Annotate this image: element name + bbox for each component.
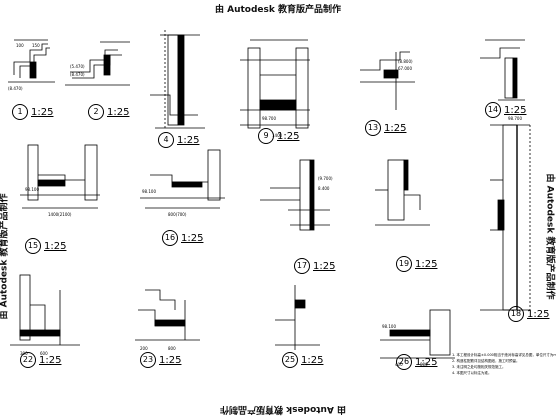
- detail-14-drawing: [480, 39, 525, 101]
- detail-scale: 1:25: [44, 240, 67, 252]
- note-line: 2. 构造柱配筋详见结构图纸，施工时预留。: [452, 359, 520, 363]
- detail-13-drawing: (8.800) 67.000: [360, 51, 415, 110]
- svg-text:150: 150: [32, 43, 40, 48]
- detail-number: 17: [294, 258, 310, 274]
- detail-label-4: 4 1:25: [158, 132, 199, 148]
- svg-text:800: 800: [420, 362, 428, 367]
- detail-scale: 1:25: [177, 134, 200, 146]
- detail-15-drawing: 1400(2100) 98.100: [20, 144, 100, 217]
- detail-scale: 1:25: [181, 232, 204, 244]
- detail-number: 16: [162, 230, 178, 246]
- svg-text:1400(2100): 1400(2100): [48, 212, 72, 217]
- svg-text:98.700: 98.700: [508, 116, 522, 121]
- detail-label-18: 18 1:25: [508, 306, 549, 322]
- detail-23-drawing: 200 800: [135, 289, 200, 351]
- detail-number: 9: [258, 128, 274, 144]
- detail-18-drawing: 98.700: [480, 116, 531, 311]
- note-line: 1. 本工程设计标高±0.000相当于绝对标高详见总图，单位尺寸为mm。: [452, 353, 556, 357]
- detail-22-drawing: 300 600: [10, 274, 80, 356]
- svg-text:(9.700): (9.700): [318, 176, 333, 181]
- detail-label-9: 9 1:25: [258, 128, 299, 144]
- svg-text:98.100: 98.100: [142, 189, 156, 194]
- detail-number: 13: [365, 120, 381, 136]
- detail-label-26: 26 1:25: [396, 354, 437, 370]
- detail-scale: 1:25: [527, 308, 550, 320]
- detail-scale: 1:25: [301, 354, 324, 366]
- detail-1-drawing: 100 150 (8.470): [8, 39, 55, 91]
- watermark-left: 由 Autodesk 教育版产品制作: [0, 193, 10, 320]
- detail-label-16: 16 1:25: [162, 230, 203, 246]
- svg-text:98.700: 98.700: [262, 116, 276, 121]
- detail-label-17: 17 1:25: [294, 258, 335, 274]
- detail-scale: 1:25: [31, 106, 54, 118]
- detail-scale: 1:25: [277, 130, 300, 142]
- detail-number: 2: [88, 104, 104, 120]
- detail-scale: 1:25: [415, 258, 438, 270]
- detail-number: 25: [282, 352, 298, 368]
- note-line: 4. 本图尺寸以标注为准。: [452, 371, 492, 375]
- detail-scale: 1:25: [313, 260, 336, 272]
- svg-text:98.100: 98.100: [382, 324, 396, 329]
- detail-scale: 1:25: [39, 354, 62, 366]
- detail-number: 15: [25, 238, 41, 254]
- svg-text:(8.470): (8.470): [8, 86, 23, 91]
- detail-9-drawing: 98.700 1400: [240, 39, 310, 138]
- svg-text:100: 100: [16, 43, 24, 48]
- detail-scale: 1:25: [107, 106, 130, 118]
- detail-2-drawing: (5.470) (8.470): [65, 41, 130, 86]
- detail-label-23: 23 1:25: [140, 352, 181, 368]
- svg-text:800: 800: [168, 346, 176, 351]
- detail-number: 19: [396, 256, 412, 272]
- general-notes: 1. 本工程设计标高±0.000相当于绝对标高详见总图，单位尺寸为mm。 2. …: [452, 352, 556, 376]
- detail-number: 26: [396, 354, 412, 370]
- svg-text:98.100: 98.100: [25, 187, 39, 192]
- detail-label-25: 25 1:25: [282, 352, 323, 368]
- detail-label-22: 22 1:25: [20, 352, 61, 368]
- detail-label-2: 2 1:25: [88, 104, 129, 120]
- detail-scale: 1:25: [159, 354, 182, 366]
- watermark-right: 由 Autodesk 教育版产品制作: [544, 173, 555, 300]
- detail-number: 1: [12, 104, 28, 120]
- svg-text:(5.470): (5.470): [70, 64, 85, 69]
- svg-text:(8.800): (8.800): [398, 59, 413, 64]
- detail-17-drawing: (9.700) 8.400: [260, 159, 333, 231]
- svg-text:(8.470): (8.470): [70, 72, 85, 77]
- detail-25-drawing: [275, 285, 320, 350]
- detail-label-1: 1 1:25: [12, 104, 53, 120]
- detail-number: 18: [508, 306, 524, 322]
- detail-label-15: 15 1:25: [25, 238, 66, 254]
- svg-text:800(700): 800(700): [168, 212, 187, 217]
- svg-text:600: 600: [40, 351, 48, 356]
- detail-number: 14: [485, 102, 501, 118]
- detail-scale: 1:25: [384, 122, 407, 134]
- detail-label-13: 13 1:25: [365, 120, 406, 136]
- svg-text:8.400: 8.400: [318, 186, 330, 191]
- detail-16-drawing: 98.100 800(700): [140, 149, 225, 217]
- detail-4-drawing: [150, 30, 205, 130]
- note-line: 3. 未注明之处均按相关规范施工。: [452, 365, 506, 369]
- detail-number: 4: [158, 132, 174, 148]
- svg-text:200: 200: [140, 346, 148, 351]
- detail-19-drawing: [375, 159, 430, 226]
- detail-scale: 1:25: [415, 356, 438, 368]
- detail-scale: 1:25: [504, 104, 527, 116]
- detail-number: 22: [20, 352, 36, 368]
- detail-label-19: 19 1:25: [396, 256, 437, 272]
- detail-label-14: 14 1:25: [485, 102, 526, 118]
- svg-text:1400: 1400: [272, 133, 283, 138]
- detail-number: 23: [140, 352, 156, 368]
- svg-text:67.000: 67.000: [398, 66, 412, 71]
- watermark-top: 由 Autodesk 教育版产品制作: [215, 5, 342, 15]
- watermark-bottom: 由 Autodesk 教育版产品制作: [220, 404, 347, 414]
